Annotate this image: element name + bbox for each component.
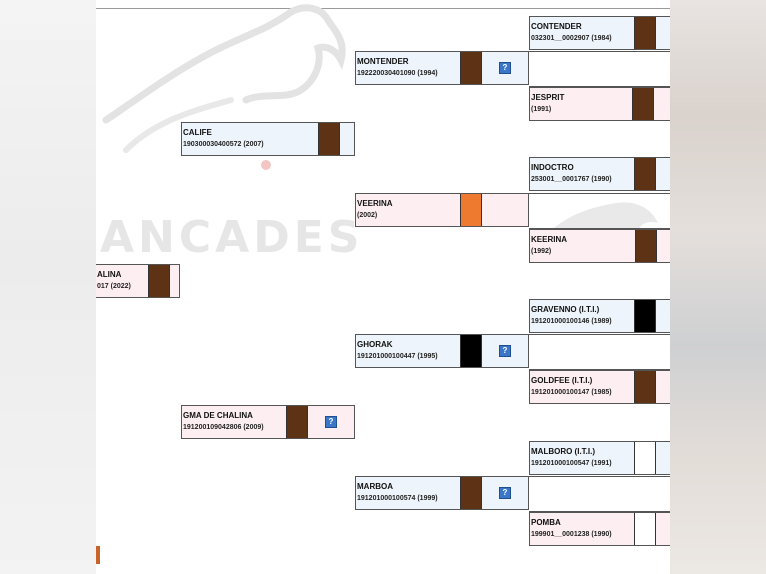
empty-slot <box>529 476 670 512</box>
horse-box-gravenno[interactable]: GRAVENNO (I.T.I.) 191201000100146 (1989) <box>529 299 670 333</box>
coat-color-swatch-bay <box>632 88 654 120</box>
horse-registration: 191200109042806 (2009) <box>183 424 264 431</box>
horse-box-goldfee[interactable]: GOLDFEE (I.T.I.) 191201000100147 (1985) <box>529 370 670 404</box>
horse-box-dam[interactable]: GMA DE CHALINA 191200109042806 (2009) ? <box>181 405 355 439</box>
horse-box-sire[interactable]: CALIFE 190300030400572 (2007) <box>181 122 355 156</box>
horse-registration: 191201000100574 (1999) <box>357 495 438 502</box>
horse-registration: 017 (2022) <box>97 283 131 290</box>
coat-color-swatch-bay <box>634 371 656 403</box>
horse-name: MONTENDER <box>357 57 409 66</box>
horse-box-contender[interactable]: CONTENDER 032301__0002907 (1984) <box>529 16 670 50</box>
horse-name: INDOCTRO <box>531 163 574 172</box>
horse-name: MARBOA <box>357 482 393 491</box>
empty-slot <box>529 334 670 370</box>
horse-name: MALBORO (I.T.I.) <box>531 447 595 456</box>
coat-color-swatch-black <box>634 300 656 332</box>
question-icon[interactable]: ? <box>499 487 511 499</box>
coat-color-swatch-bay <box>634 17 656 49</box>
horse-box-subject[interactable]: ALINA 017 (2022) <box>96 264 180 298</box>
coat-color-swatch-chestnut <box>460 194 482 226</box>
horse-name: VEERINA <box>357 199 393 208</box>
horse-registration: 032301__0002907 (1984) <box>531 35 612 42</box>
coat-color-swatch-bay <box>460 477 482 509</box>
coat-color-swatch-bay <box>318 123 340 155</box>
horse-box-veerina[interactable]: VEERINA (2002) <box>355 193 529 227</box>
horse-box-jesprit[interactable]: JESPRIT (1991) <box>529 87 670 121</box>
pedigree-canvas: ANCADES ALINA 017 (2022) CALIFE 19030003… <box>96 0 670 574</box>
horse-name: KEERINA <box>531 235 568 244</box>
empty-slot <box>529 51 670 87</box>
right-photo-edge <box>670 0 766 574</box>
horse-box-ghorak[interactable]: GHORAK 191201000100447 (1995) ? <box>355 334 529 368</box>
horse-name: GHORAK <box>357 340 393 349</box>
horse-registration: (2002) <box>357 212 378 219</box>
coat-color-swatch-bay <box>148 265 170 297</box>
horse-box-malboro[interactable]: MALBORO (I.T.I.) 191201000100547 (1991) <box>529 441 670 475</box>
horse-registration: (1991) <box>531 106 552 113</box>
horse-box-montender[interactable]: MONTENDER 192220030401090 (1994) ? <box>355 51 529 85</box>
horse-box-marboa[interactable]: MARBOA 191201000100574 (1999) ? <box>355 476 529 510</box>
question-icon[interactable]: ? <box>325 416 337 428</box>
horse-name: ALINA <box>97 270 122 279</box>
horse-name: JESPRIT <box>531 93 565 102</box>
horse-registration: 191201000100146 (1989) <box>531 318 612 325</box>
horse-box-pomba[interactable]: POMBA 199901__0001238 (1990) <box>529 512 670 546</box>
horse-registration: 253001__0001767 (1990) <box>531 176 612 183</box>
horse-name: POMBA <box>531 518 561 527</box>
horse-registration: (1992) <box>531 248 552 255</box>
coat-color-swatch-white <box>634 442 656 474</box>
horse-box-indoctro[interactable]: INDOCTRO 253001__0001767 (1990) <box>529 157 670 191</box>
horse-registration: 191201000100147 (1985) <box>531 389 612 396</box>
coat-color-swatch-bay <box>635 230 657 262</box>
horse-name: CONTENDER <box>531 22 582 31</box>
coat-color-swatch-bay <box>460 52 482 84</box>
coat-color-swatch-bay <box>634 158 656 190</box>
watermark-text: ANCADES <box>100 212 364 263</box>
horse-box-keerina[interactable]: KEERINA (1992) <box>529 229 670 263</box>
coat-color-swatch-bay <box>286 406 308 438</box>
horse-registration: 199901__0001238 (1990) <box>531 531 612 538</box>
question-icon[interactable]: ? <box>499 62 511 74</box>
horse-name: CALIFE <box>183 128 212 137</box>
horse-name: GRAVENNO (I.T.I.) <box>531 305 600 314</box>
edge-mark <box>96 546 100 564</box>
horse-registration: 191201000100447 (1995) <box>357 353 438 360</box>
coat-color-swatch-white <box>634 513 656 545</box>
horse-name: GOLDFEE (I.T.I.) <box>531 376 593 385</box>
top-divider <box>96 8 670 9</box>
horse-registration: 191201000100547 (1991) <box>531 460 612 467</box>
question-icon[interactable]: ? <box>499 345 511 357</box>
horse-registration: 192220030401090 (1994) <box>357 70 438 77</box>
horse-name: GMA DE CHALINA <box>183 411 253 420</box>
horse-registration: 190300030400572 (2007) <box>183 141 264 148</box>
coat-color-swatch-black <box>460 335 482 367</box>
empty-slot <box>529 193 670 229</box>
left-photo-edge <box>0 0 96 574</box>
